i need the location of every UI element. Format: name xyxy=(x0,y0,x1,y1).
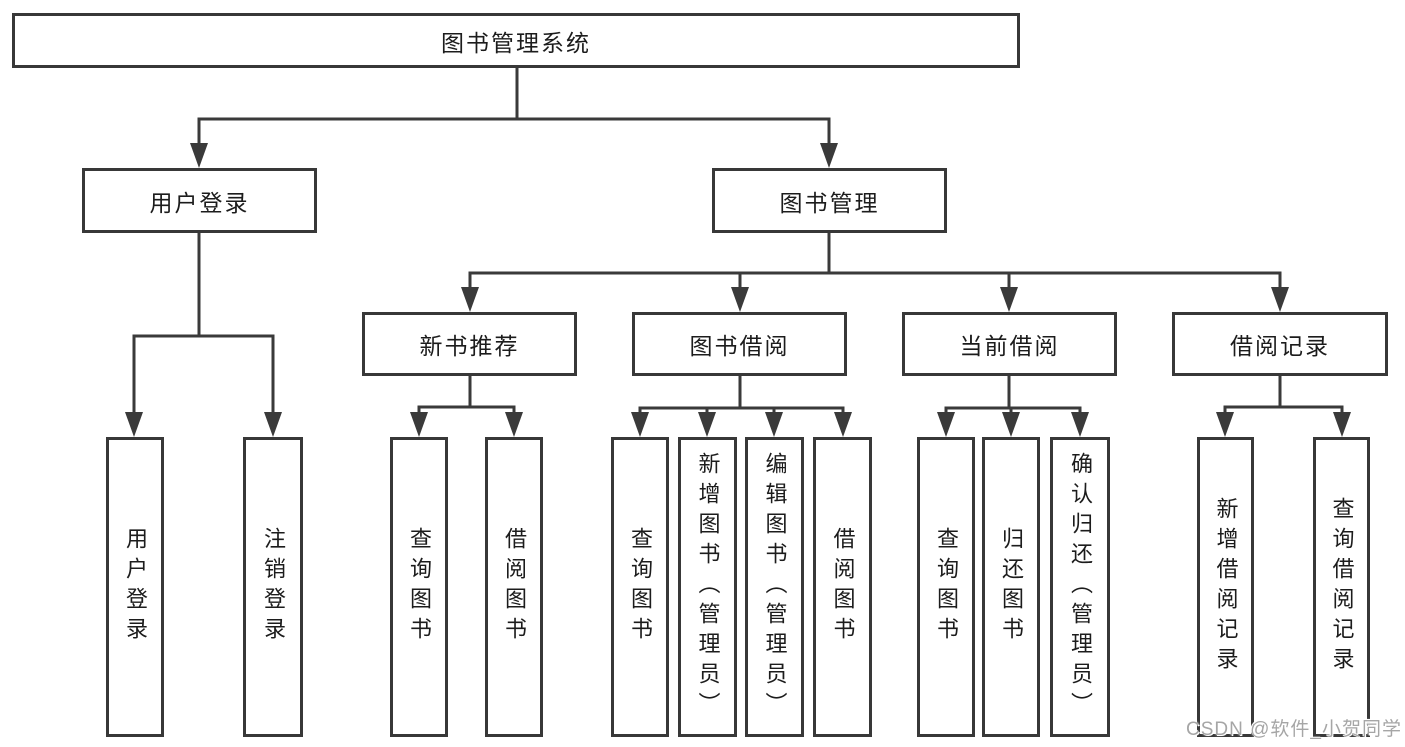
leaf-query-borrow-record: 查询借阅记录 xyxy=(1313,437,1370,737)
node-label: 归还图书 xyxy=(999,527,1024,647)
leaf-add-books-admin: 新增图书（管理员） xyxy=(678,437,737,737)
node-label: 借阅图书 xyxy=(830,527,856,647)
node-book-borrowing: 图书借阅 xyxy=(632,312,847,376)
leaf-borrow-books-recommend: 借阅图书 xyxy=(485,437,543,737)
leaf-query-books: 查询图书 xyxy=(611,437,669,737)
node-label: 用户登录 xyxy=(123,527,148,647)
leaf-add-borrow-record: 新增借阅记录 xyxy=(1197,437,1254,737)
csdn-watermark: CSDN @软件_小贺同学 xyxy=(1186,719,1402,740)
leaf-return-books: 归还图书 xyxy=(982,437,1040,737)
node-label: 查询图书 xyxy=(407,527,432,647)
node-user-login: 用户登录 xyxy=(82,168,317,233)
node-current-borrowing: 当前借阅 xyxy=(902,312,1117,376)
node-label: 图书管理系统 xyxy=(441,29,591,56)
node-library-management-system: 图书管理系统 xyxy=(12,13,1020,68)
leaf-edit-books-admin: 编辑图书（管理员） xyxy=(745,437,804,737)
node-label: 新增借阅记录 xyxy=(1213,497,1239,677)
node-label: 借阅图书 xyxy=(502,527,527,647)
node-label: 图书管理 xyxy=(779,189,880,216)
node-new-book-recommendation: 新书推荐 xyxy=(362,312,577,376)
leaf-borrow-books: 借阅图书 xyxy=(813,437,872,737)
node-label: 编辑图书（管理员） xyxy=(762,452,788,722)
node-label: 新书推荐 xyxy=(419,333,520,359)
node-label: 注销登录 xyxy=(261,527,286,647)
leaf-user-login: 用户登录 xyxy=(106,437,164,737)
node-label: 借阅记录 xyxy=(1230,333,1330,359)
node-label: 查询图书 xyxy=(934,527,959,647)
node-label: 用户登录 xyxy=(149,189,250,216)
leaf-confirm-return-admin: 确认归还（管理员） xyxy=(1050,437,1110,737)
node-book-management: 图书管理 xyxy=(712,168,947,233)
node-label: 确认归还（管理员） xyxy=(1068,452,1093,722)
leaf-query-books-current: 查询图书 xyxy=(917,437,975,737)
leaf-logout: 注销登录 xyxy=(243,437,303,737)
node-label: 查询图书 xyxy=(628,527,653,647)
leaf-query-books-recommend: 查询图书 xyxy=(390,437,448,737)
node-label: 查询借阅记录 xyxy=(1329,497,1355,677)
node-borrowing-records: 借阅记录 xyxy=(1172,312,1388,376)
node-label: 新增图书（管理员） xyxy=(695,452,721,722)
node-label: 当前借阅 xyxy=(959,333,1060,359)
node-label: 图书借阅 xyxy=(689,333,790,359)
